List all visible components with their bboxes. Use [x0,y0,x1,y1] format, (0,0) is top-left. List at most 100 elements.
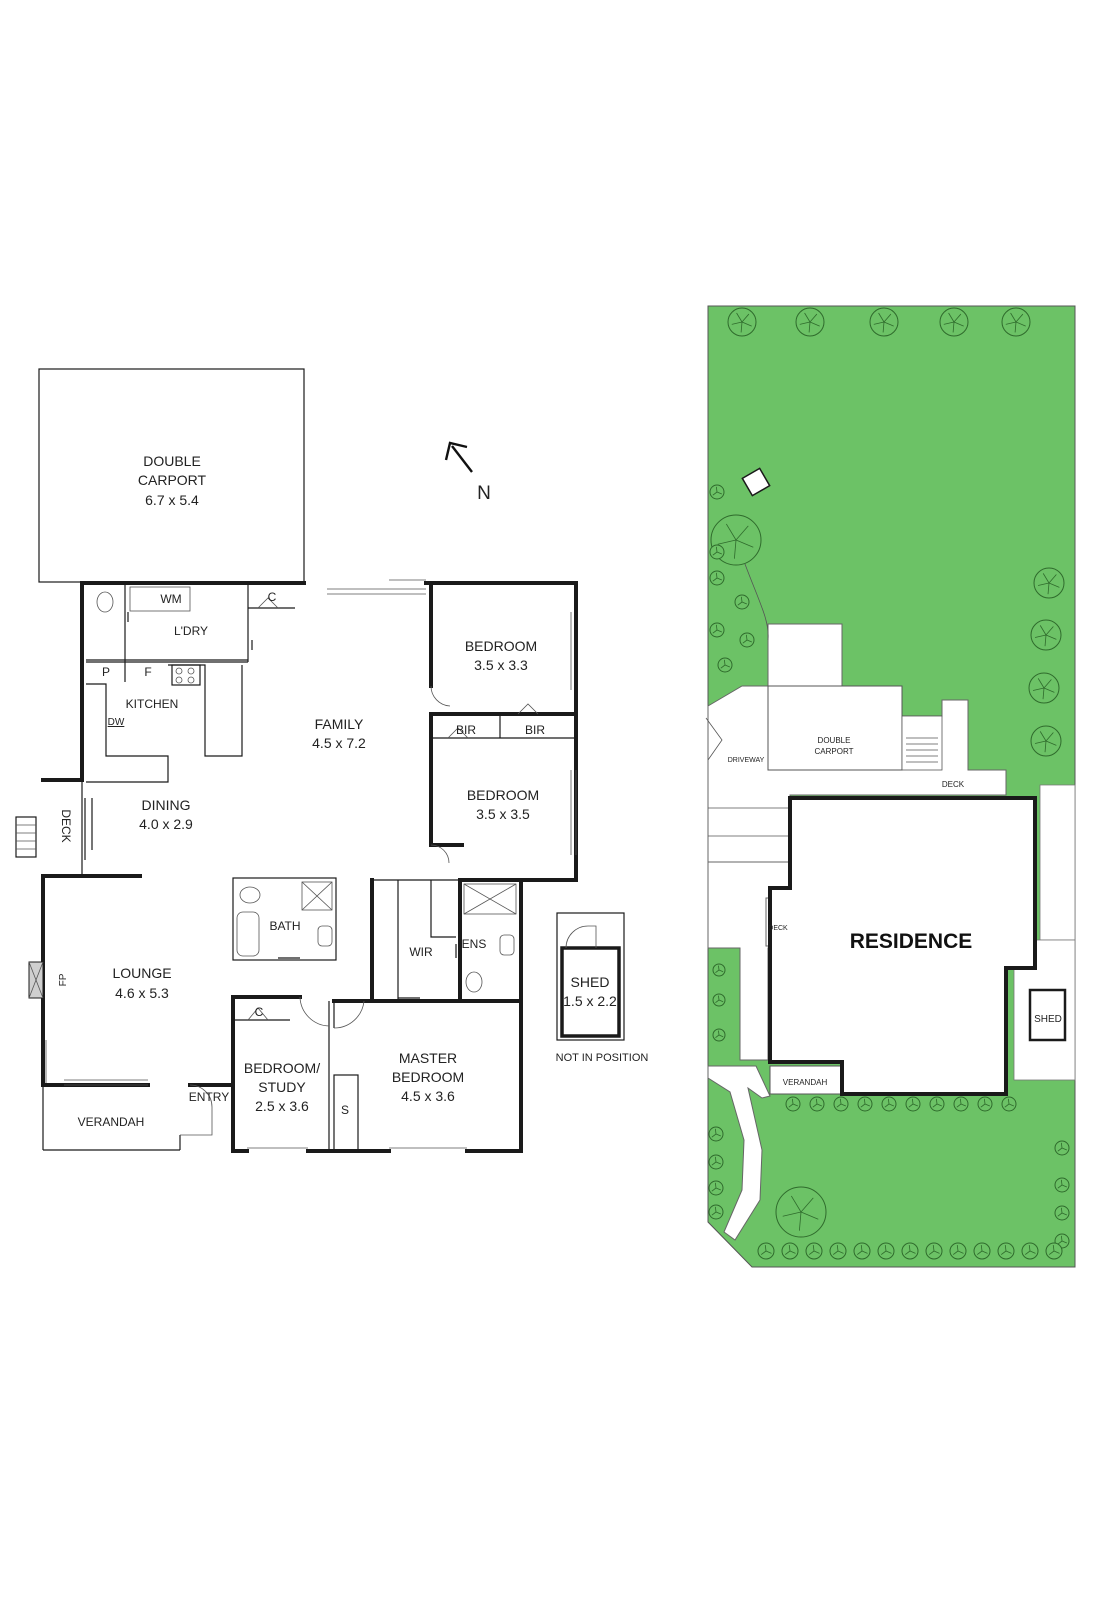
site-deck-top: DECK [942,780,965,789]
bath-label: BATH [269,919,300,933]
windows [45,579,577,1149]
tree-icon [833,1096,849,1112]
tree-icon [795,307,825,337]
wir-label: WIR [409,945,433,959]
tree-icon [712,1028,726,1042]
tree-icon [734,594,750,610]
tree-icon [708,1154,724,1170]
storage-label: S [341,1103,349,1117]
tree-icon [708,1180,724,1196]
tree-icon [881,1096,897,1112]
cupboard2-label: C [255,1005,264,1019]
study-name2: STUDY [258,1079,306,1095]
carport-size: 6.7 x 5.4 [145,492,199,508]
bir2-label: BIR [525,723,545,737]
shed-size: 1.5 x 2.2 [563,993,617,1009]
tree-icon [727,307,757,337]
tree-icon [781,1242,799,1260]
tree-icon [953,1096,969,1112]
tree-icon [712,963,726,977]
tree-icon [739,632,755,648]
tree-icon [949,1242,967,1260]
family-size: 4.5 x 7.2 [312,735,366,751]
tree-icon [1030,725,1062,757]
carport-name2: CARPORT [138,472,207,488]
entry-label: ENTRY [189,1090,229,1104]
tree-icon [869,307,899,337]
site-shed-label: SHED [1034,1014,1062,1025]
site-plan [705,305,1076,1268]
lounge-size: 4.6 x 5.3 [115,985,169,1001]
ens-label: ENS [462,937,487,951]
tree-icon [709,484,725,500]
tree-icon [717,657,733,673]
tree-icon [853,1242,871,1260]
shed-name: SHED [571,974,610,990]
bir1-label: BIR [456,723,476,737]
north-arrow-icon [444,441,473,473]
study-size: 2.5 x 3.6 [255,1098,309,1114]
trees [708,307,1070,1260]
bedroom2-name: BEDROOM [467,787,539,803]
bedroom2-size: 3.5 x 3.5 [476,806,530,822]
tree-icon [709,544,725,560]
family-name: FAMILY [315,716,364,732]
dining-name: DINING [142,797,191,813]
shed-note: NOT IN POSITION [556,1052,649,1064]
tree-icon [925,1242,943,1260]
study-name: BEDROOM/ [244,1060,320,1076]
residence-label: RESIDENCE [850,930,973,953]
tree-icon [708,1126,724,1142]
tree-icon [712,993,726,1007]
tree-icon [1054,1140,1070,1156]
interior-walls [15,581,578,1152]
kitchen-label: KITCHEN [126,697,179,711]
tree-icon [709,570,725,586]
tree-icon [973,1242,991,1260]
tree-icon [1030,619,1062,651]
tree-icon [1001,1096,1017,1112]
tree-icon [809,1096,825,1112]
bedroom1-size: 3.5 x 3.3 [474,657,528,673]
tree-icon [785,1096,801,1112]
site-carport-name2: CARPORT [815,747,854,756]
tree-icon [829,1242,847,1260]
tree-icon [877,1242,895,1260]
tree-icon [1054,1177,1070,1193]
tree-icon [775,1186,827,1238]
tree-icon [1054,1205,1070,1221]
tree-icon [905,1096,921,1112]
site-driveway: DRIVEWAY [728,757,765,764]
pantry-label: P [102,665,110,679]
site-carport-name: DOUBLE [818,736,851,745]
master-name2: BEDROOM [392,1069,464,1085]
tree-icon [1033,567,1065,599]
site-deck-side: DECK [768,925,788,932]
site-verandah-label: VERANDAH [783,1078,828,1087]
tree-icon [1045,1242,1063,1260]
master-name: MASTER [399,1050,457,1066]
shed-outline [556,912,625,1041]
master-size: 4.5 x 3.6 [401,1088,455,1104]
tree-icon [901,1242,919,1260]
tree-icon [1001,307,1031,337]
dishwasher-label: DW [108,717,125,728]
fireplace-label: FP [58,973,69,986]
tree-icon [805,1242,823,1260]
dining-size: 4.0 x 2.9 [139,816,193,832]
tree-icon [757,1242,775,1260]
deck-label: DECK [59,809,73,842]
tree-icon [709,622,725,638]
tree-icon [939,307,969,337]
lounge-name: LOUNGE [112,965,171,981]
wm-label: WM [160,592,181,606]
north-label: N [477,483,491,504]
laundry-label: L'DRY [174,624,208,638]
carport-name: DOUBLE [143,453,201,469]
tree-icon [1028,672,1060,704]
tree-icon [977,1096,993,1112]
tree-icon [1021,1242,1039,1260]
residence-outline [768,796,1037,1096]
tree-icon [997,1242,1015,1260]
fridge-label: F [144,665,151,679]
